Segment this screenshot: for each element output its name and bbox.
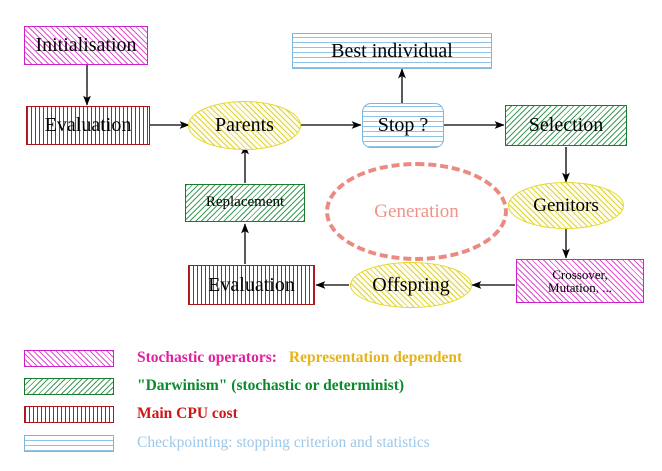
legend-row-darwinism: "Darwinism" (stochastic or determinist) (24, 373, 404, 399)
node-replacement-label: Replacement (205, 194, 285, 211)
legend-swatch-magenta-diagonal-hatch-icon (24, 349, 114, 367)
legend-label-stochastic-operators: Stochastic operators: (137, 349, 277, 366)
node-best-individual-label: Best individual (331, 39, 453, 62)
node-stop-label: Stop ? (377, 114, 429, 137)
legend-row-main-cpu-cost: Main CPU cost (24, 401, 238, 427)
node-evaluation-bottom[interactable]: Evaluation (188, 265, 315, 305)
legend-label-main-cpu-cost: Main CPU cost (137, 405, 238, 422)
legend-swatch-green-diagonal-hatch-icon (24, 377, 114, 395)
legend-label-representation-dependent: Representation dependent (288, 349, 463, 366)
node-crossover-mutation[interactable]: Crossover, Mutation, ... (516, 259, 644, 303)
node-generation-ring: Generation (325, 162, 508, 261)
node-crossover-line1: Crossover, (552, 266, 608, 282)
node-genitors-label: Genitors (533, 194, 599, 216)
node-selection[interactable]: Selection (505, 105, 627, 146)
node-offspring[interactable]: Offspring (350, 262, 472, 308)
node-genitors[interactable]: Genitors (508, 182, 624, 229)
legend-row-stochastic-operators: Stochastic operators: Representation dep… (24, 345, 462, 371)
node-parents[interactable]: Parents (188, 101, 301, 150)
legend-row-checkpointing: Checkpointing: stopping criterion and st… (24, 430, 430, 456)
node-crossover-line2: Mutation, ... (548, 280, 612, 295)
node-initialisation[interactable]: Initialisation (24, 26, 148, 65)
legend: Stochastic operators: Representation dep… (0, 338, 662, 471)
node-best-individual[interactable]: Best individual (292, 33, 492, 69)
node-evaluation-bottom-label: Evaluation (208, 273, 295, 296)
node-replacement[interactable]: Replacement (185, 184, 305, 222)
legend-swatch-blue-horizontal-hatch-icon (24, 434, 114, 452)
node-stop[interactable]: Stop ? (362, 103, 444, 148)
node-generation-label: Generation (374, 200, 459, 222)
node-offspring-label: Offspring (372, 273, 450, 296)
node-initialisation-label: Initialisation (35, 34, 137, 57)
node-parents-label: Parents (215, 114, 274, 137)
legend-swatch-red-vertical-hatch-icon (24, 405, 114, 423)
node-selection-label: Selection (528, 114, 604, 137)
node-evaluation-top[interactable]: Evaluation (26, 106, 150, 145)
node-evaluation-top-label: Evaluation (44, 114, 132, 137)
legend-label-checkpointing: Checkpointing: stopping criterion and st… (137, 434, 430, 451)
legend-label-darwinism: "Darwinism" (stochastic or determinist) (137, 377, 405, 394)
